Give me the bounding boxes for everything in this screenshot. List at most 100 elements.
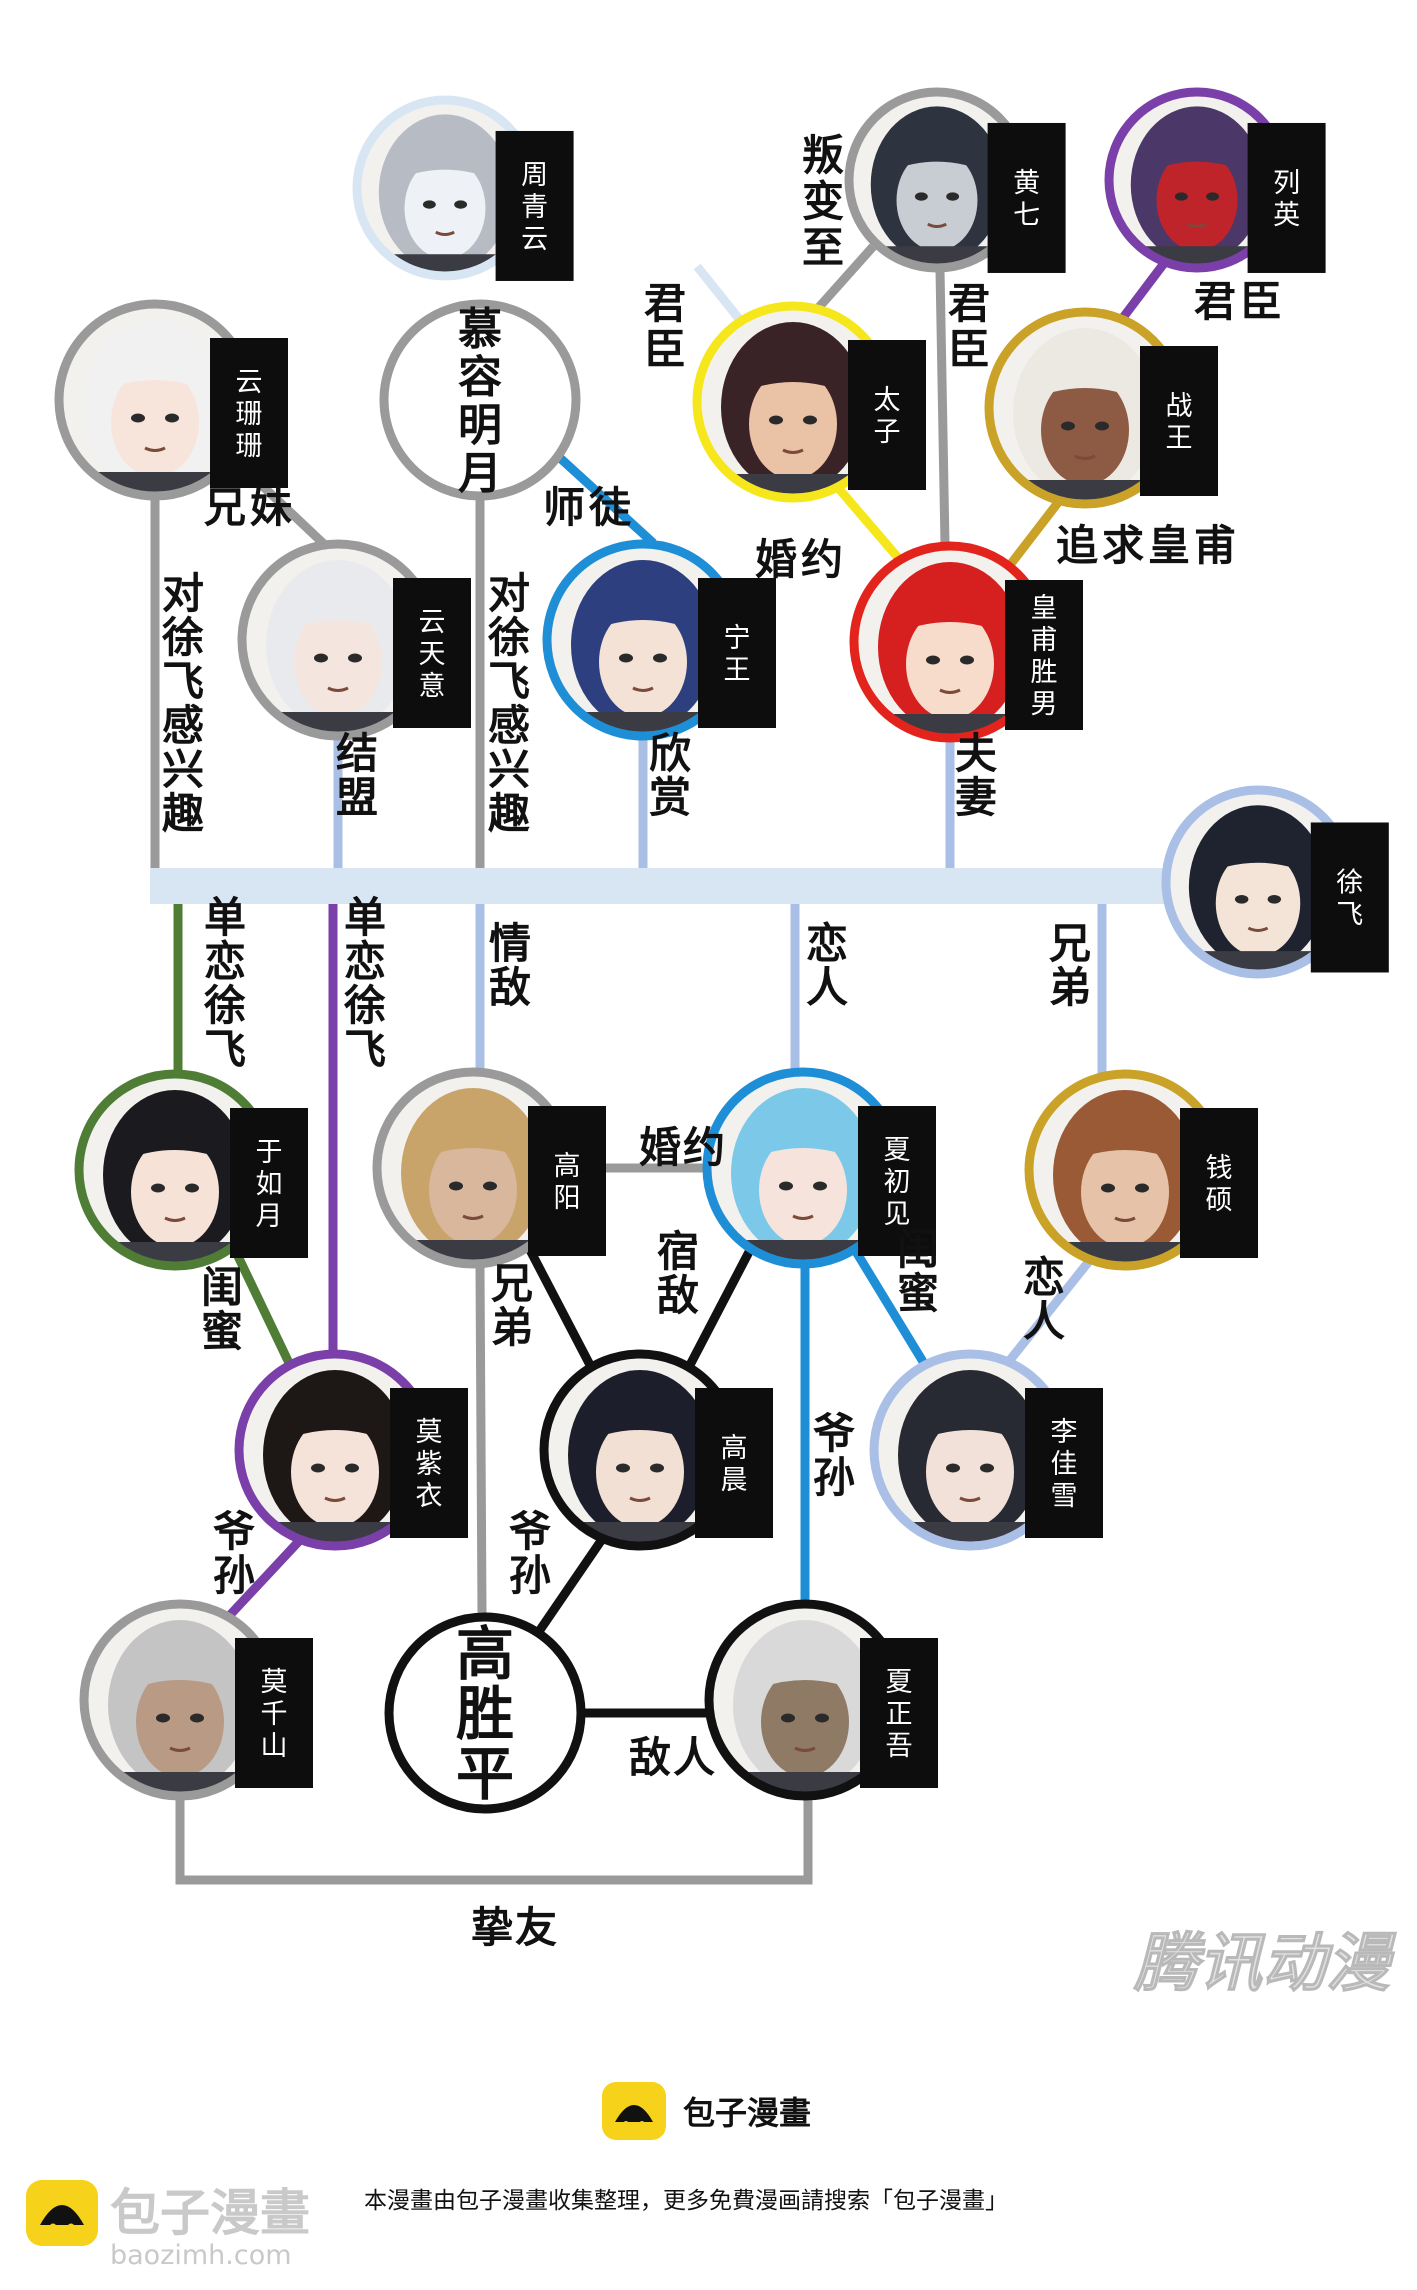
relation-label-xiongmei: 妹 — [250, 483, 292, 532]
character-node-huangqi[interactable]: 黄七 — [844, 87, 1066, 338]
name-char: 夏 — [886, 1667, 913, 1698]
name-box — [230, 1108, 308, 1258]
relation-label-guimi-2: 闺 — [897, 1225, 939, 1274]
central-bar — [150, 868, 1245, 904]
name-box — [848, 340, 926, 490]
relation-label-fuqi: 妻 — [955, 773, 997, 822]
character-node-qianshuo[interactable]: 钱硕 — [1024, 1069, 1258, 1342]
relation-label-guimi-1: 闺 — [201, 1263, 243, 1312]
name-char: 紫 — [416, 1449, 443, 1480]
relation-label-jiemeng: 结 — [336, 729, 378, 778]
character-node-yuruyue[interactable]: 于如月 — [74, 1069, 308, 1342]
character-node-gaoshengping[interactable]: 高胜平 — [384, 1612, 586, 1814]
name-box — [698, 578, 776, 728]
name-char: 太 — [874, 385, 901, 416]
name-char: 李 — [1051, 1417, 1078, 1448]
name-box — [1005, 580, 1083, 730]
relation-label-diren: 人 — [673, 1733, 715, 1782]
name-char: 战 — [1166, 391, 1193, 422]
relation-label-shitu: 师 — [543, 483, 585, 532]
character-node-zhouqingyun[interactable]: 周青云 — [352, 95, 574, 346]
character-node-zhanwang[interactable]: 战王 — [984, 307, 1218, 580]
relation-label-dui-xufei-2: 感 — [488, 701, 530, 750]
name-char: 千 — [261, 1699, 288, 1730]
relation-label-sudi: 宿 — [657, 1227, 699, 1276]
character-node-gaochen[interactable]: 高晨 — [539, 1349, 773, 1622]
name-box — [1180, 1108, 1258, 1258]
relation-label-guimi-2: 蜜 — [897, 1269, 939, 1318]
relation-label-danlian-2: 恋 — [344, 937, 386, 986]
relation-label-pan-bian-zhi: 至 — [802, 223, 844, 272]
name-char: 夏 — [884, 1135, 911, 1166]
footer: 包子漫畫 本漫畫由包子漫畫收集整理，更多免費漫画請搜索「包子漫畫」 — [364, 2082, 1008, 2214]
relation-label-dui-xufei-1: 趣 — [162, 789, 204, 838]
name-box — [1025, 1388, 1103, 1538]
character-node-xufei[interactable]: 徐飞 — [1161, 785, 1389, 1047]
name-char: 胜 — [1031, 657, 1058, 688]
name-box — [210, 338, 288, 488]
portrait-xiachujian — [707, 1072, 899, 1264]
relation-label-zhuiqiu: 追 — [1056, 521, 1098, 570]
character-node-yunshanshan[interactable]: 云珊珊 — [54, 299, 288, 572]
name-char: 宁 — [724, 623, 751, 654]
name-char: 王 — [1166, 423, 1193, 454]
name-char: 子 — [874, 417, 901, 448]
name-box — [987, 122, 1066, 273]
character-node-taizi[interactable]: 太子 — [692, 301, 926, 574]
character-node-moqianshan[interactable]: 莫千山 — [79, 1599, 313, 1872]
name-char: 男 — [1031, 689, 1058, 720]
name-char: 硕 — [1206, 1185, 1233, 1216]
plain-name-char: 月 — [458, 448, 502, 499]
relation-label-lianren-1: 恋 — [806, 919, 848, 968]
name-char: 徐 — [1336, 867, 1363, 898]
gaoyang-gaochen-line — [523, 1243, 597, 1372]
name-char: 如 — [256, 1169, 283, 1200]
relation-label-danlian-1: 单 — [204, 893, 246, 942]
name-char: 吾 — [886, 1731, 913, 1762]
relation-label-junchen-huang: 臣 — [948, 325, 990, 374]
watermark-text: 腾讯动漫 — [1133, 1927, 1397, 2001]
relation-label-xiongdi-1: 兄 — [1049, 919, 1091, 968]
character-node-lijiaxue[interactable]: 李佳雪 — [869, 1349, 1103, 1622]
character-node-mozaiyi[interactable]: 莫紫衣 — [234, 1349, 468, 1622]
name-char: 衣 — [416, 1481, 443, 1512]
relation-label-xinshang: 欣 — [649, 729, 691, 778]
relation-label-danlian-1: 飞 — [204, 1025, 246, 1074]
character-node-yuntianyi[interactable]: 云天意 — [237, 539, 471, 812]
relation-label-shitu: 徒 — [588, 483, 632, 532]
gaoyang-gaosheng-line — [475, 1263, 487, 1618]
footer-brand: 包子漫畫 — [683, 2094, 811, 2132]
relation-label-xiongmei: 兄 — [204, 483, 246, 532]
relation-label-qingdi: 情 — [489, 919, 531, 968]
relation-label-yesun-1: 孙 — [213, 1551, 255, 1600]
relation-label-pan-bian-zhi: 变 — [802, 177, 844, 226]
huangqi-taizi-line — [813, 243, 877, 313]
name-char: 甫 — [1031, 625, 1058, 656]
relation-label-jiemeng: 盟 — [336, 773, 378, 822]
name-char: 山 — [261, 1731, 288, 1762]
relation-label-dui-xufei-1: 飞 — [162, 657, 204, 706]
corner-logo-icon — [26, 2180, 98, 2246]
relation-label-junchen-huang: 君 — [948, 279, 990, 328]
name-box — [858, 1106, 936, 1256]
relation-label-zhuiqiu: 皇 — [1148, 521, 1190, 570]
relation-label-dui-xufei-2: 对 — [488, 569, 530, 618]
relation-label-dui-xufei-1: 对 — [162, 569, 204, 618]
moqian-xiazheng-line — [175, 1800, 813, 1885]
name-char: 皇 — [1031, 593, 1058, 624]
taizi-huangfu-line — [833, 483, 907, 567]
character-node-xiachujian[interactable]: 夏初见 — [702, 1067, 936, 1340]
relation-label-yesun-1: 爷 — [213, 1507, 255, 1556]
name-char: 正 — [886, 1699, 913, 1730]
relation-label-yesun-3: 孙 — [813, 1453, 855, 1502]
character-node-gaoyang[interactable]: 高阳 — [372, 1067, 606, 1340]
relation-label-xiongdi-2: 兄 — [491, 1259, 533, 1308]
name-char: 云 — [521, 224, 548, 255]
character-node-xiazhengwu[interactable]: 夏正吾 — [704, 1599, 938, 1872]
relation-label-zhuiqiu: 求 — [1102, 521, 1144, 570]
name-char: 晨 — [721, 1465, 748, 1496]
relation-label-dui-xufei-1: 徐 — [161, 613, 204, 662]
name-char: 列 — [1273, 168, 1300, 199]
